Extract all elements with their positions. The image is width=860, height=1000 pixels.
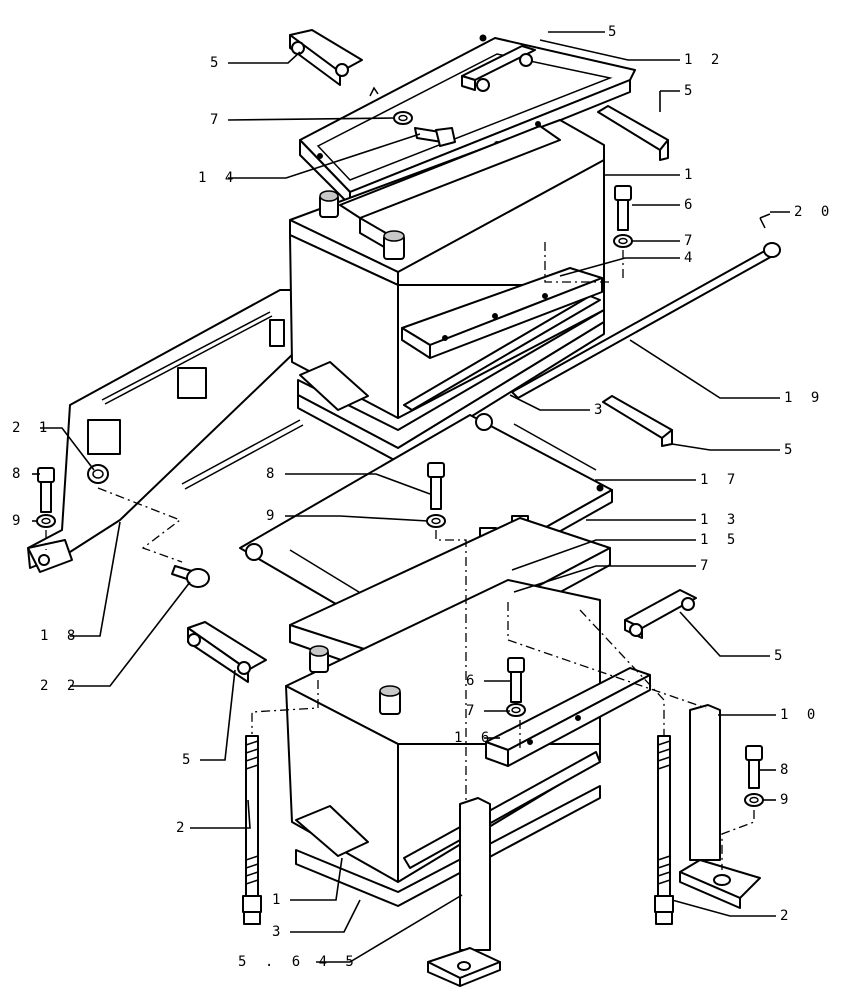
label-13: 1 3: [700, 512, 740, 528]
bolt-14: [414, 127, 456, 147]
clamp-5-lower-left: [187, 621, 267, 683]
label-5-top-right: 5: [684, 83, 697, 99]
spacer-block-lower: [87, 419, 121, 455]
stud-2-right: [654, 735, 674, 925]
clamp-5-mid-right: [602, 395, 673, 447]
bolt-8-right: [745, 745, 763, 789]
label-14: 1 4: [198, 170, 238, 186]
washer-9-left: [36, 514, 56, 528]
label-9-left: 9: [12, 513, 25, 529]
spacer-block-upper: [177, 367, 207, 399]
hold-down-bar-4: [401, 267, 603, 359]
callout-labels: 5 5 1 2 5 7 1 4 1 6 2 0 7 4 1 9 3 5 2 1 …: [12, 24, 834, 970]
label-7-top: 7: [210, 112, 223, 128]
stud-2-left: [242, 735, 262, 925]
clamp-5-lower-right: [624, 589, 697, 639]
center-lines: [45, 242, 755, 870]
label-5-top-center: 5: [608, 24, 621, 40]
battery-tray-3-upper: [297, 321, 605, 463]
label-2-right: 2: [780, 908, 793, 924]
label-18: 1 8: [40, 628, 80, 644]
battery-tray-3-lower: [295, 785, 601, 907]
bolt-6-upper: [614, 185, 632, 231]
washer-9-plate: [426, 514, 446, 528]
label-7-upper: 7: [684, 233, 697, 249]
label-8-right: 8: [780, 762, 793, 778]
washer-7-lower: [506, 703, 526, 717]
label-6-lower: 6: [466, 673, 479, 689]
label-2-left: 2: [176, 820, 189, 836]
label-20: 2 0: [794, 204, 834, 220]
label-19: 1 9: [784, 390, 824, 406]
bushing-21: [87, 464, 109, 484]
label-7-lower: 7: [466, 703, 479, 719]
label-3-lower: 3: [272, 924, 285, 940]
support-post-10: [679, 704, 761, 909]
washer-7-upper-right: [613, 234, 633, 248]
bolt-8-plate: [427, 462, 445, 510]
battery-upper-1: [289, 119, 605, 449]
label-5-top-left: 5: [210, 55, 223, 71]
label-15: 1 5: [700, 532, 740, 548]
label-8-plate: 8: [266, 466, 279, 482]
hold-down-bar-16: [485, 667, 651, 767]
label-22: 2 2: [40, 678, 80, 694]
washer-9-right: [744, 793, 764, 807]
bolt-6-lower: [507, 657, 525, 703]
label-10: 1 0: [780, 707, 820, 723]
label-8-left: 8: [12, 466, 25, 482]
label-12: 1 2: [684, 52, 724, 68]
label-3-upper: 3: [594, 402, 607, 418]
washer-7-top: [393, 111, 413, 125]
label-1-upper: 1: [684, 167, 697, 183]
label-6-upper: 6: [684, 197, 697, 213]
clamp-5-top-left: [289, 29, 363, 86]
label-1-lower: 1: [272, 892, 285, 908]
label-9-plate: 9: [266, 508, 279, 524]
label-16: 1 6: [454, 730, 494, 746]
side-panel-18: [27, 289, 304, 573]
support-post-5645: [427, 797, 501, 987]
leader-lines: [32, 31, 790, 963]
label-21: 2 1: [12, 420, 52, 436]
label-4: 4: [684, 250, 697, 266]
bolt-22: [171, 565, 210, 588]
label-5-lower-right: 5: [774, 648, 787, 664]
label-5-lower-left: 5: [182, 752, 195, 768]
label-17: 1 7: [700, 472, 740, 488]
clamp-5-top-center: [461, 45, 536, 92]
bolt-8-left: [37, 467, 55, 513]
label-5-mid-right: 5: [784, 442, 797, 458]
label-7-middle: 7: [700, 558, 713, 574]
label-9-right: 9: [780, 792, 793, 808]
label-5645: 5 . 6 4 5: [238, 954, 359, 970]
clamp-5-top-right: [597, 105, 669, 161]
rod-19: [511, 213, 781, 399]
